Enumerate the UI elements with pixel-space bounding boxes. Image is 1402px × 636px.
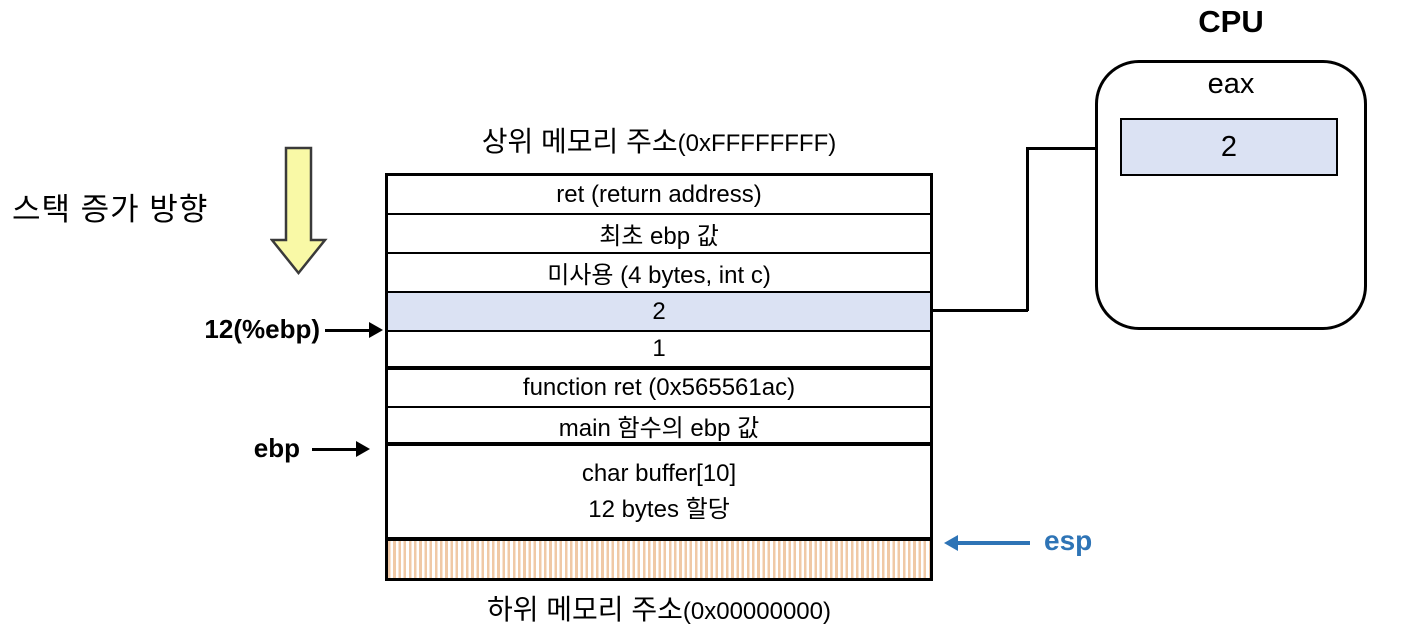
ebp-offset-arrow-icon xyxy=(369,322,383,338)
value-to-eax-connector-bottom xyxy=(933,309,1028,312)
ebp-offset-arrow-line xyxy=(325,329,371,332)
upper-memory-address-text: 상위 메모리 주소 xyxy=(481,126,678,157)
esp-label: esp xyxy=(1044,525,1093,556)
cpu-box xyxy=(1095,60,1367,330)
eax-register-value: 2 xyxy=(1220,130,1238,163)
stack-row-hatched-free xyxy=(388,541,930,578)
value-to-eax-connector-top xyxy=(1026,147,1108,150)
stack-row-main-ebp: main 함수의 ebp 값 xyxy=(388,408,930,446)
ebp-offset-label: 12(%ebp) xyxy=(204,314,320,344)
ebp-arrow-icon xyxy=(356,441,370,457)
ebp-arrow-line xyxy=(312,448,358,451)
stack-row-function-ret: function ret (0x565561ac) xyxy=(388,370,930,408)
lower-memory-address-caption: 하위 메모리 주소(0x00000000) xyxy=(385,588,933,628)
stack-growth-direction-label: 스택 증가 방향 xyxy=(12,192,209,227)
lower-memory-address-text: 하위 메모리 주소 xyxy=(486,594,683,625)
stack-row-value-1: 1 xyxy=(388,332,930,370)
stack-row-initial-ebp: 최초 ebp 값 xyxy=(388,215,930,254)
value-to-eax-connector-vertical xyxy=(1026,147,1029,311)
eax-register-value-box: 2 xyxy=(1120,118,1338,176)
stack-row-char-buffer: char buffer[10] 12 bytes 할당 xyxy=(388,446,930,541)
ebp-label: ebp xyxy=(253,433,300,463)
upper-memory-address-caption: 상위 메모리 주소(0xFFFFFFFF) xyxy=(385,120,933,160)
down-arrow-icon xyxy=(270,146,328,275)
esp-arrow-line xyxy=(958,541,1030,545)
stack-row-ret: ret (return address) xyxy=(388,176,930,215)
stack-row-value-2: 2 xyxy=(388,293,930,332)
upper-memory-address-hex: (0xFFFFFFFF) xyxy=(677,130,837,157)
cpu-title: CPU xyxy=(1198,4,1264,39)
char-buffer-line1: char buffer[10] xyxy=(581,459,737,487)
esp-arrow-icon xyxy=(944,535,958,551)
char-buffer-line2: 12 bytes 할당 xyxy=(588,495,730,523)
stack-row-unused-int-c: 미사용 (4 bytes, int c) xyxy=(388,254,930,293)
lower-memory-address-hex: (0x00000000) xyxy=(682,598,831,625)
stack-frame-table: ret (return address) 최초 ebp 값 미사용 (4 byt… xyxy=(385,173,933,581)
eax-register-label: eax xyxy=(1207,68,1255,100)
